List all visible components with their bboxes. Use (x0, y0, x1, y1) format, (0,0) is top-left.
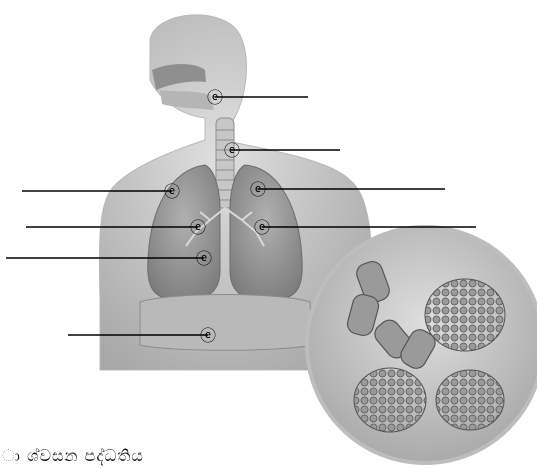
label-marker-7: ⓔ (196, 249, 212, 268)
diaphragm (140, 295, 312, 351)
label-marker-1: ⓔ (207, 88, 223, 107)
label-marker-3: ⓔ (164, 182, 180, 201)
diagram-caption: ා ශ්‍වසන පද්ධතිය (2, 446, 144, 466)
label-marker-2: ⓔ (224, 141, 240, 160)
label-marker-6: ⓔ (254, 218, 270, 237)
magnifier-inset (307, 227, 537, 463)
label-marker-5: ⓔ (190, 218, 206, 237)
label-marker-4: ⓔ (250, 180, 266, 199)
label-marker-8: ⓔ (200, 326, 216, 345)
